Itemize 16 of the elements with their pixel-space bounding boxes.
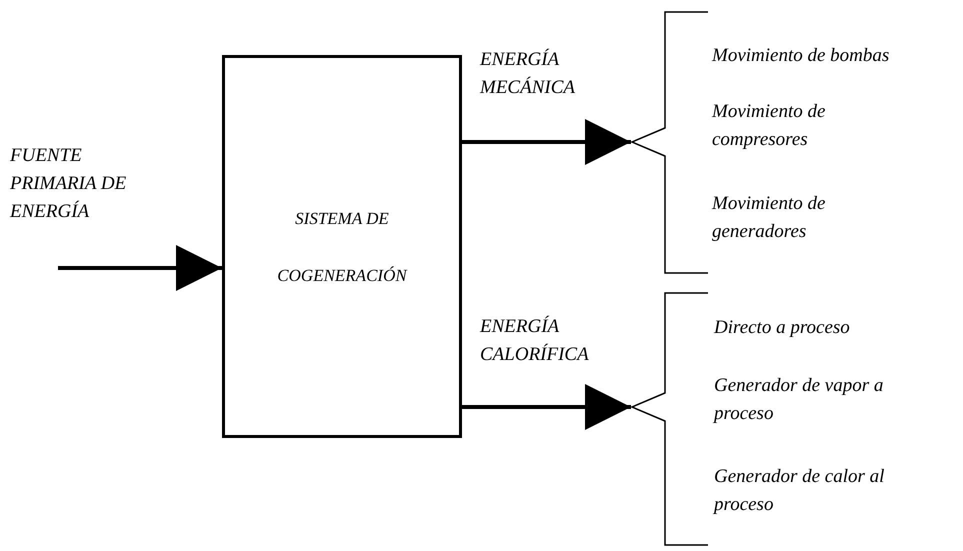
- process-box: [222, 55, 462, 438]
- edge-label: ENERGÍA MECÁNICA: [480, 48, 576, 100]
- list-item: Generador de vapor a proceso: [714, 374, 884, 426]
- box-label: SISTEMA DE COGENERACIÓN: [276, 208, 408, 286]
- list-item: Movimiento de bombas: [712, 44, 890, 68]
- curly-bracket: [631, 292, 709, 546]
- edge-label: ENERGÍA CALORÍFICA: [480, 314, 590, 367]
- arrow: [462, 119, 631, 165]
- arrow: [58, 245, 222, 291]
- list-item: Generador de calor al proceso: [714, 465, 886, 517]
- list-item: Movimiento de compresores: [712, 100, 826, 152]
- edge-label: FUENTE PRIMARIA DE ENERGÍA: [10, 144, 128, 224]
- list-item: Movimiento de generadores: [712, 192, 826, 244]
- arrow: [462, 384, 631, 430]
- list-item: Directo a proceso: [714, 316, 851, 340]
- curly-bracket: [631, 11, 709, 274]
